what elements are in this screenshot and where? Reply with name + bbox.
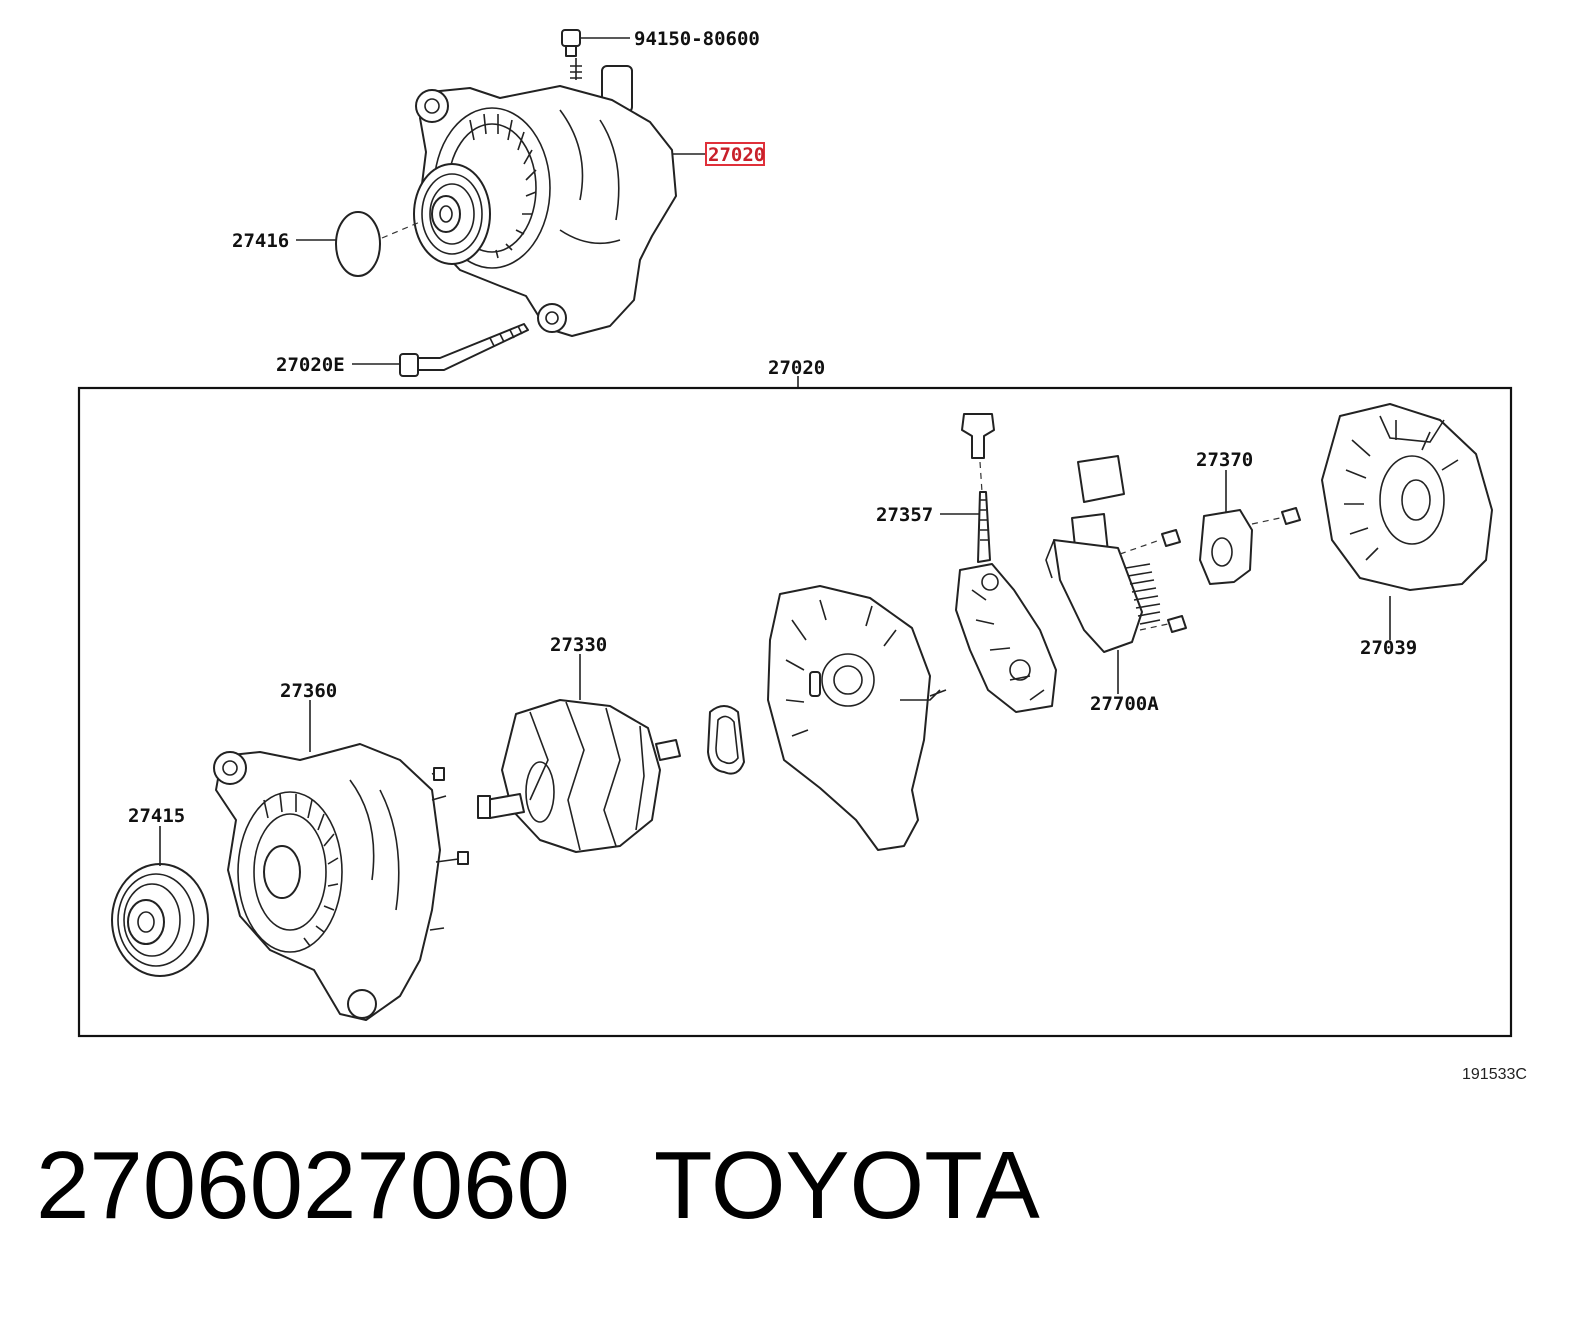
part-number: 2706027060 [36,1132,570,1239]
exploded-view-frame [77,386,1513,1038]
callout-bolt: 27020E [276,354,345,376]
callout-alternator-top[interactable]: 27020 [708,144,765,166]
callout-regulator: 27700A [1090,693,1159,715]
rear-cover-illustration [1321,403,1493,591]
callout-rotor: 27330 [550,634,607,656]
alternator-assembly-illustration [335,29,677,337]
callout-box: 27020 [768,357,825,379]
nut-illustration [561,29,581,57]
callout-pulley: 27415 [128,805,185,827]
rectifier-frame-illustration [767,585,947,851]
callout-brush-holder: 27357 [876,504,933,526]
pulley-illustration [111,863,209,977]
regulator-illustration [1045,455,1187,653]
cover-disk-illustration [335,211,381,277]
drive-frame-illustration [213,743,469,1021]
brand-name: TOYOTA [653,1132,1040,1239]
callout-cover: 27416 [232,230,289,252]
callout-nut: 94150-80600 [634,28,760,50]
figure-code: 191533C [1462,1066,1527,1083]
callout-highlight-box [705,142,765,166]
brush-holder-illustration [955,413,1057,713]
terminal-cap-illustration [1199,507,1301,585]
through-bolt-illustration [399,323,529,377]
pulley-top-illustration [413,163,491,265]
rotor-illustration [477,699,681,853]
callout-cap: 27370 [1196,449,1253,471]
callout-rear-cover: 27039 [1360,637,1417,659]
callout-drive-frame: 27360 [280,680,337,702]
